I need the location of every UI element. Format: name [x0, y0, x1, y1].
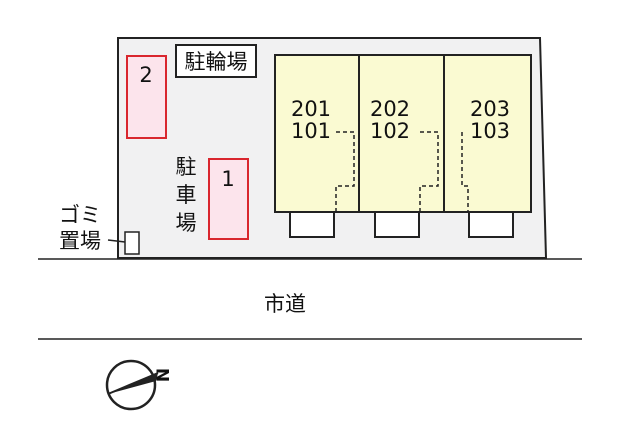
parking-space-2 — [126, 55, 167, 139]
unit-1-entrance-path — [335, 131, 355, 212]
garbage-label-line1: ゴミ — [59, 203, 101, 227]
unit-2-lower-number: 102 — [370, 119, 410, 143]
car-parking-label-char-3: 場 — [176, 211, 197, 235]
unit-2-porch — [374, 211, 420, 238]
unit-2-entrance-path — [419, 131, 439, 212]
unit-1-upper-number: 201 — [291, 97, 331, 121]
garbage-label-line2: 置場 — [59, 229, 101, 253]
north-arrow-icon — [105, 359, 159, 411]
garbage-leader-line — [107, 239, 126, 243]
unit-2-upper-number: 202 — [370, 97, 410, 121]
parking-space-1 — [208, 158, 249, 240]
bicycle-parking-label: 駐輪場 — [185, 50, 248, 74]
unit-3-porch — [468, 211, 514, 238]
road-label: 市道 — [264, 292, 306, 316]
bicycle-parking-box — [175, 44, 257, 78]
unit-3-entrance-path — [461, 132, 469, 212]
unit-3-lower-number: 103 — [470, 119, 510, 143]
unit-1-lower-number: 101 — [291, 119, 331, 143]
unit-1-porch — [289, 211, 335, 238]
car-parking-label-char-2: 車 — [176, 183, 197, 207]
car-parking-label-char-1: 駐 — [176, 155, 197, 179]
north-letter: N — [154, 368, 174, 382]
parking-space-1-number: 1 — [221, 167, 234, 191]
parking-space-2-number: 2 — [139, 63, 152, 87]
garbage-area — [124, 231, 140, 255]
unit-3-upper-number: 203 — [470, 97, 510, 121]
